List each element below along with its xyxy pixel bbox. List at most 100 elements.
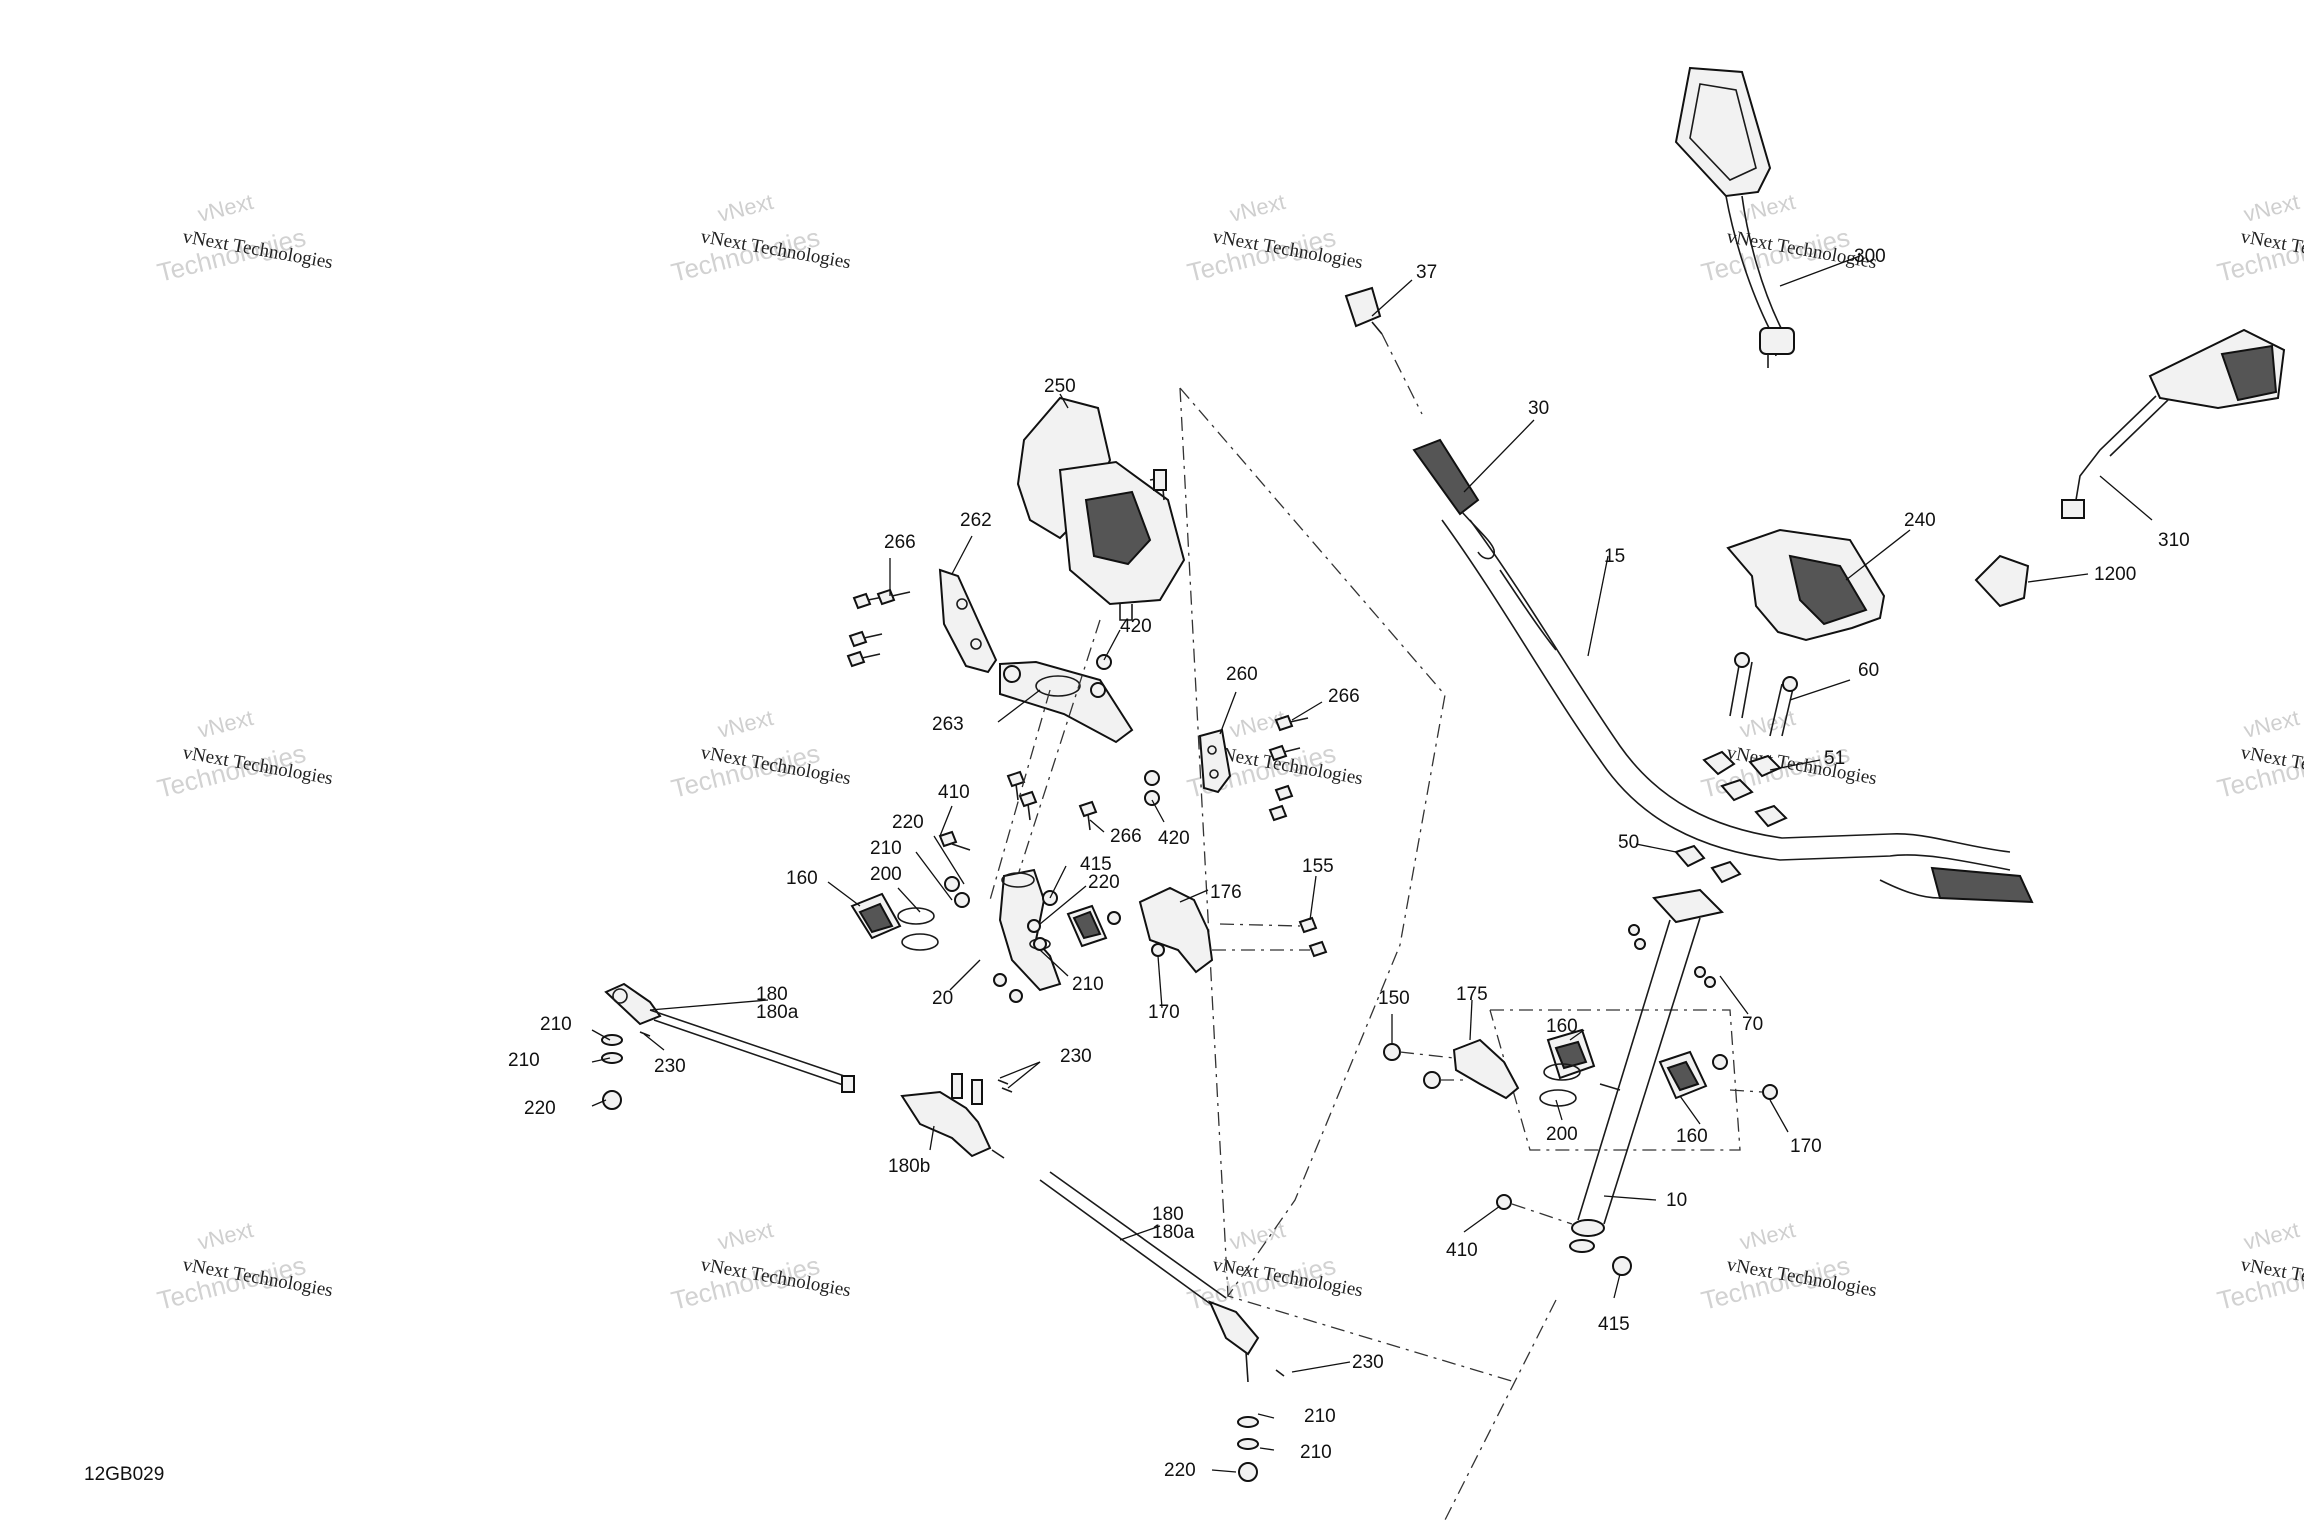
callout-176: 176	[1210, 882, 1242, 903]
axis-line	[1009, 619, 1101, 901]
callout-210-left: 210	[870, 838, 902, 859]
svg-text:vNext: vNext	[2241, 1217, 2302, 1255]
grip-30	[1412, 438, 1495, 560]
watermark: vNext Technologies vNext Technologies	[1184, 1217, 1364, 1316]
svg-text:vNext: vNext	[2241, 705, 2302, 743]
clamp-block-160-right	[1539, 1028, 1596, 1107]
watermark: vNext Technologies vNext Technologies	[1698, 189, 1878, 288]
tie-rod-center-180b	[900, 1073, 1005, 1159]
clamp-block-160-left	[850, 892, 939, 951]
callout-420-top: 420	[1120, 616, 1152, 637]
bracket-260	[1198, 728, 1232, 794]
svg-text:vNext: vNext	[1227, 189, 1288, 227]
steering-column-10	[1569, 888, 1725, 1253]
mirror-left	[1674, 66, 1795, 368]
callout-262: 262	[960, 510, 992, 531]
svg-text:vNext: vNext	[1737, 1217, 1798, 1255]
bracket-262	[938, 568, 998, 674]
callout-415-bottom: 415	[1598, 1314, 1630, 1335]
clamp-block-center	[1066, 904, 1108, 948]
svg-text:vNext: vNext	[195, 1217, 256, 1255]
callout-210-tie-b: 210	[508, 1050, 540, 1071]
handlebar-15	[1441, 519, 2011, 871]
assembly-boundary	[1179, 387, 1516, 1383]
callout-30: 30	[1528, 398, 1549, 419]
callout-230-lower: 230	[1352, 1352, 1384, 1373]
watermark: vNext Technologies vNext Technologies	[1184, 189, 1364, 288]
callout-240: 240	[1904, 510, 1936, 531]
callout-37: 37	[1416, 262, 1437, 283]
callout-260: 260	[1226, 664, 1258, 685]
callout-220-lower: 220	[1164, 1460, 1196, 1481]
bolts-266	[846, 588, 1309, 831]
callout-160-right: 160	[1546, 1016, 1578, 1037]
tie-rod-upper	[604, 982, 855, 1093]
callout-51: 51	[1824, 748, 1845, 769]
leader-lines	[591, 255, 2153, 1473]
callout-60: 60	[1858, 660, 1879, 681]
callout-180-upper: 180	[756, 984, 788, 1005]
callout-210-tie-a: 210	[540, 1014, 572, 1035]
callout-1200: 1200	[2094, 564, 2136, 585]
callout-15: 15	[1604, 546, 1625, 567]
axis-line	[1399, 1051, 1455, 1059]
callout-10: 10	[1666, 1190, 1687, 1211]
callout-180b: 180b	[888, 1156, 930, 1177]
callout-310: 310	[2158, 530, 2190, 551]
callout-300: 300	[1854, 246, 1886, 267]
callout-420-bottom: 420	[1158, 828, 1190, 849]
callout-170-left: 170	[1148, 1002, 1180, 1023]
watermark: vNext Technologies vNext Technologies	[154, 189, 334, 288]
callout-210-lower-b: 210	[1300, 1442, 1332, 1463]
watermark: vNext Technologies vNext Technologies	[154, 1217, 334, 1316]
callout-220-tie: 220	[524, 1098, 556, 1119]
axis-line	[1219, 923, 1301, 927]
assembly-boundary	[1179, 387, 1229, 1297]
end-plug-37	[1344, 286, 1383, 335]
watermark: vNext Technologies vNext Technologies	[154, 705, 334, 804]
watermark: vNext Technologies vNext Technologies	[1698, 1217, 1878, 1316]
clamp-block-160-lower	[1658, 1050, 1708, 1100]
callout-410-left: 410	[938, 782, 970, 803]
callout-210-lower-a: 210	[1304, 1406, 1336, 1427]
callout-230-upper: 230	[654, 1056, 686, 1077]
nuts-420	[1090, 654, 1160, 806]
watermark: vNext Technologies vNext Technologies	[668, 705, 852, 804]
callout-210-center: 210	[1072, 974, 1104, 995]
bolts-60	[1729, 652, 1798, 737]
callout-150: 150	[1378, 988, 1410, 1009]
svg-text:vNext: vNext	[195, 705, 256, 743]
svg-text:vNext: vNext	[715, 189, 776, 227]
bracket-1200	[1974, 554, 2030, 608]
callout-266-bottom: 266	[1110, 826, 1142, 847]
callout-230-center: 230	[1060, 1046, 1092, 1067]
watermark: vNext Technologies vNext Technologies	[2214, 1217, 2304, 1316]
callout-250: 250	[1044, 376, 1076, 397]
axis-line	[1511, 1203, 1573, 1225]
nuts-left-center	[938, 830, 1328, 1003]
svg-text:vNext: vNext	[715, 1217, 776, 1255]
bracket-263	[999, 660, 1134, 744]
callout-263: 263	[932, 714, 964, 735]
watermark-layer: vNext Technologies vNext Technologies vN…	[154, 189, 2304, 1316]
callout-155: 155	[1302, 856, 1334, 877]
watermark: vNext Technologies vNext Technologies	[668, 189, 852, 288]
mirror-right	[2061, 328, 2286, 519]
bracket-175	[1452, 1038, 1520, 1100]
callout-70: 70	[1742, 1014, 1763, 1035]
diagram-reference-code: 12GB029	[84, 1464, 165, 1485]
grip-right	[1879, 866, 2034, 904]
callout-160-left: 160	[786, 868, 818, 889]
axis-line	[1444, 1299, 1557, 1521]
watermark: vNext Technologies vNext Technologies	[668, 1217, 852, 1316]
callout-175: 175	[1456, 984, 1488, 1005]
callout-170-right: 170	[1790, 1136, 1822, 1157]
svg-text:vNext: vNext	[715, 705, 776, 743]
callout-180a-lower: 180a	[1152, 1222, 1195, 1243]
axis-line	[1729, 1089, 1763, 1093]
watermark: vNext Technologies vNext Technologies	[2214, 705, 2304, 804]
callout-20: 20	[932, 988, 953, 1009]
callout-200-right: 200	[1546, 1124, 1578, 1145]
callout-50: 50	[1618, 832, 1639, 853]
bracket-176	[1138, 886, 1214, 974]
